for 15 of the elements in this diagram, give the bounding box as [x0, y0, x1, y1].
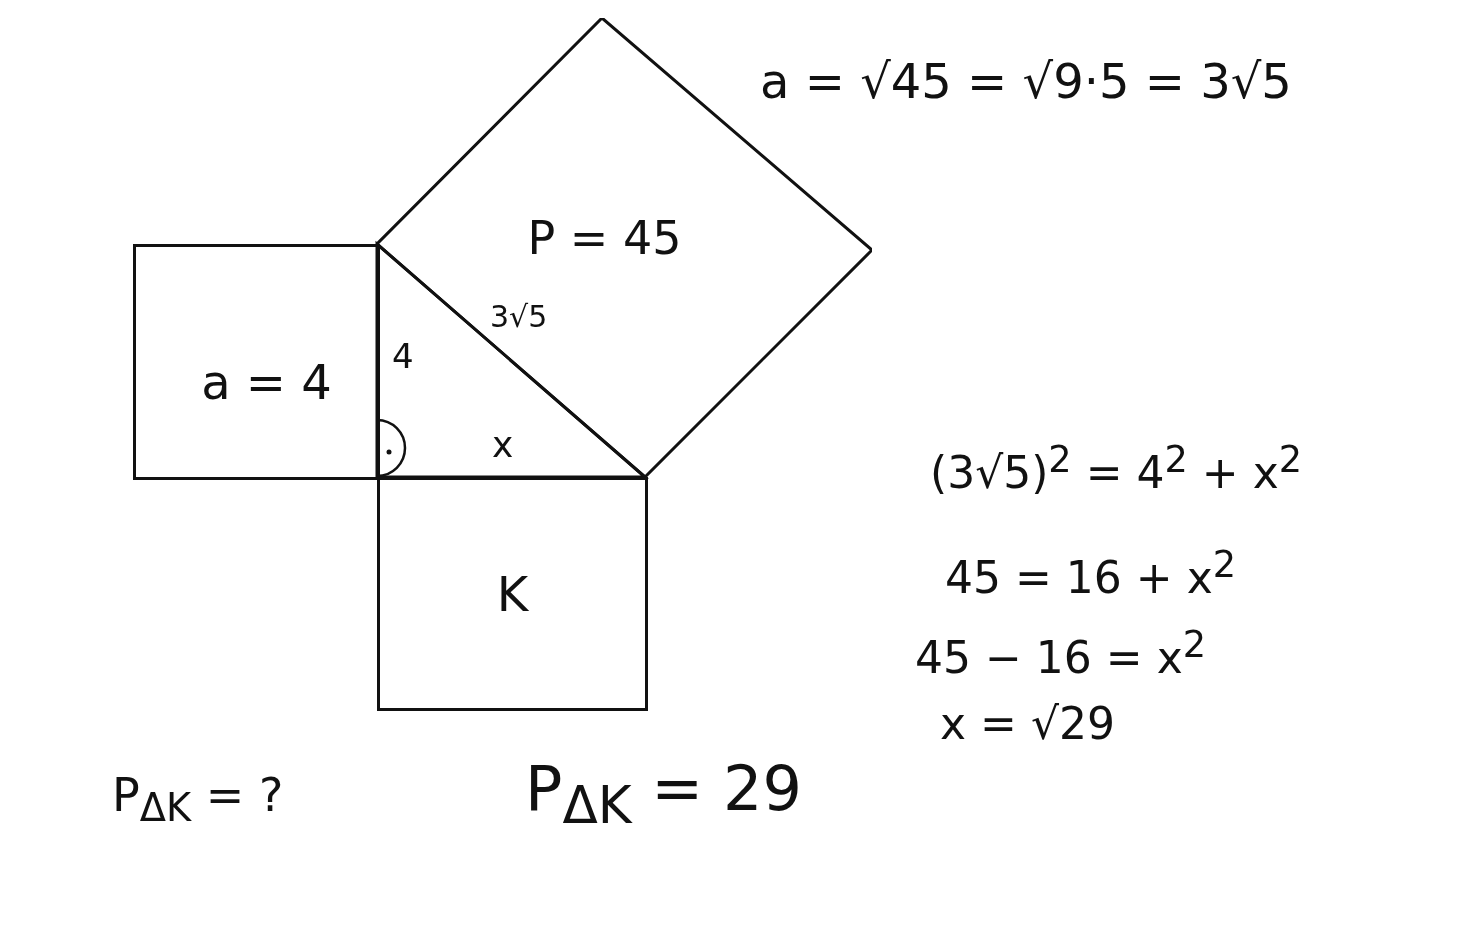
side-label: 3√5: [490, 300, 548, 333]
formula: P$_{ΔK}$ = 29: [525, 755, 802, 835]
area-label: K: [496, 566, 529, 622]
equation: (3√5)$^{2}$ = 4$^{2}$ + x$^{2}$: [930, 440, 1303, 498]
area-label: a = 4: [201, 354, 332, 410]
formula: a = √45 = √9·5 = 3√5: [760, 55, 1292, 108]
equation: 45 = 16 + x$^{2}$: [945, 545, 1237, 603]
equation: 45 − 16 = x$^{2}$: [915, 625, 1207, 683]
formula: P$_{ΔK}$ = ?: [112, 770, 284, 830]
side-label: x: [492, 425, 514, 465]
square: [133, 244, 380, 480]
area-label: P = 45: [527, 210, 682, 265]
side-label: 4: [392, 338, 414, 376]
square: [377, 477, 648, 711]
equation: x = √29: [940, 700, 1115, 749]
